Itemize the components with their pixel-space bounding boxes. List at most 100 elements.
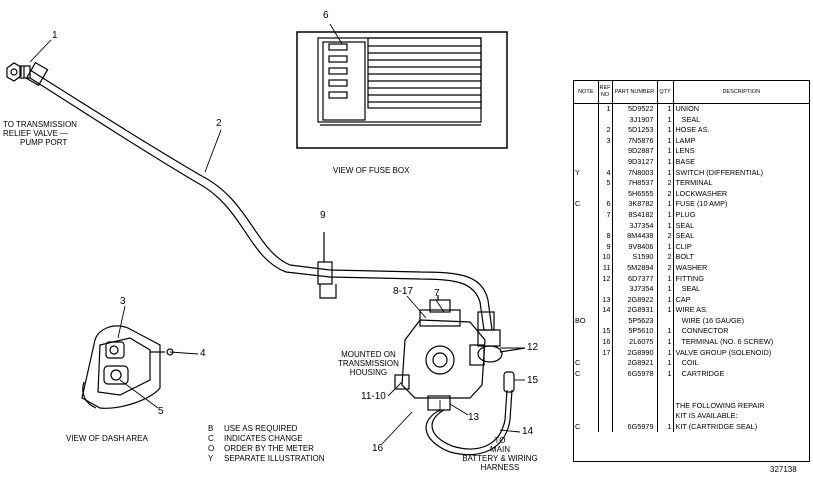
cell-part: 8M4438 (612, 231, 658, 242)
cell-part: 2G8931 (612, 305, 658, 316)
cell-ref: 8 (598, 231, 613, 242)
cell-note (574, 188, 599, 200)
dash-area-view (81, 325, 174, 409)
cell-note (574, 284, 599, 295)
cell-desc: WIRE (16 GAUGE) (675, 315, 745, 325)
cell-qty: 1 (657, 146, 674, 157)
callout-5: 5 (158, 406, 164, 417)
cell-qty (657, 400, 674, 412)
cell-note (574, 220, 599, 232)
transmission-label-line1: TO TRANSMISSION (3, 120, 77, 129)
callout-8-17: 8-17 (393, 286, 414, 297)
cell-note (574, 337, 599, 348)
cell-part: 3J7354 (612, 284, 658, 295)
cell-desc: SEAL (675, 284, 701, 294)
union-fitting (6, 62, 31, 82)
cell-ref: 9 (598, 241, 613, 253)
header-ref: REF NO (598, 81, 613, 104)
cell-desc: VALVE GROUP (SOLENOID) (675, 347, 772, 357)
cell-qty: 1 (657, 125, 674, 136)
cell-desc: PLUG (675, 209, 696, 219)
cell-ref (598, 315, 613, 327)
cell-note: C (574, 421, 599, 433)
cell-desc: WIRE AS. (675, 305, 708, 315)
cell-part: 7H8537 (612, 178, 658, 189)
cell-part (612, 411, 658, 422)
transmission-label-line3: PUMP PORT (20, 138, 68, 147)
cell-part: 2G8990 (612, 347, 658, 359)
cell-note (574, 135, 599, 147)
cell-part: 3K8782 (612, 199, 658, 210)
cell-ref: 3 (598, 135, 613, 147)
cell-ref: 4 (598, 167, 613, 179)
cell-desc: TERMINAL (675, 178, 713, 188)
cell-note (574, 146, 599, 157)
cell-part: 2G8922 (612, 294, 658, 306)
leader-lines (29, 23, 525, 445)
cell-desc: KIT IS AVAILABLE: (675, 411, 738, 421)
cell-qty: 1 (657, 326, 674, 338)
cell-note: C (574, 358, 599, 369)
cell-qty (657, 379, 674, 391)
cell-part (612, 400, 658, 412)
cell-note (574, 379, 599, 391)
figure-number: 327138 (770, 465, 797, 474)
table-row (574, 379, 809, 391)
callout-3: 3 (120, 296, 126, 307)
cell-part: S1590 (612, 252, 658, 263)
cell-ref: 16 (598, 337, 613, 348)
cell-ref (598, 411, 613, 422)
cell-part: 2L6075 (612, 337, 658, 348)
cell-ref: 11 (598, 262, 613, 274)
cell-qty: 1 (657, 368, 674, 380)
callout-1: 1 (52, 30, 58, 41)
cell-desc: LENS (675, 146, 695, 156)
cell-desc (673, 379, 809, 390)
callout-9: 9 (320, 210, 326, 221)
wire-assembly (425, 371, 515, 456)
fuse-box-caption: VIEW OF FUSE BOX (333, 166, 410, 175)
cell-qty: 2 (657, 262, 674, 274)
cell-desc: SEAL (675, 220, 695, 230)
cell-qty: 1 (657, 167, 674, 179)
cell-part: 6G5979 (612, 421, 658, 433)
callout-4: 4 (200, 348, 206, 359)
cell-desc: FITTING (675, 273, 704, 283)
cell-note (574, 273, 599, 285)
cell-ref: 12 (598, 273, 613, 285)
callout-13: 13 (468, 412, 480, 423)
cell-part: 2G8921 (612, 358, 658, 369)
mounted-label: MOUNTED ON TRANSMISSION HOUSING (338, 350, 399, 377)
cell-qty: 1 (657, 273, 674, 285)
cell-note (574, 114, 599, 126)
callout-2: 2 (216, 118, 222, 129)
cell-note (574, 231, 599, 242)
cell-note (574, 305, 599, 316)
cell-note: C (574, 199, 599, 210)
cell-part (612, 379, 658, 391)
cell-ref: 14 (598, 305, 613, 316)
cell-desc: CARTRIDGE (675, 368, 725, 378)
cell-note (574, 294, 599, 306)
to-main-line4: HARNESS (480, 463, 520, 472)
cell-ref: 6 (598, 199, 613, 210)
cell-ref (598, 368, 613, 380)
cell-desc: CLIP (675, 241, 692, 251)
cell-ref: 15 (598, 326, 613, 338)
cell-ref: 7 (598, 209, 613, 221)
cell-qty: 2 (657, 231, 674, 242)
parts-list-table: NOTE REF NO PART NUMBER QTY DESCRIPTION … (573, 80, 810, 462)
